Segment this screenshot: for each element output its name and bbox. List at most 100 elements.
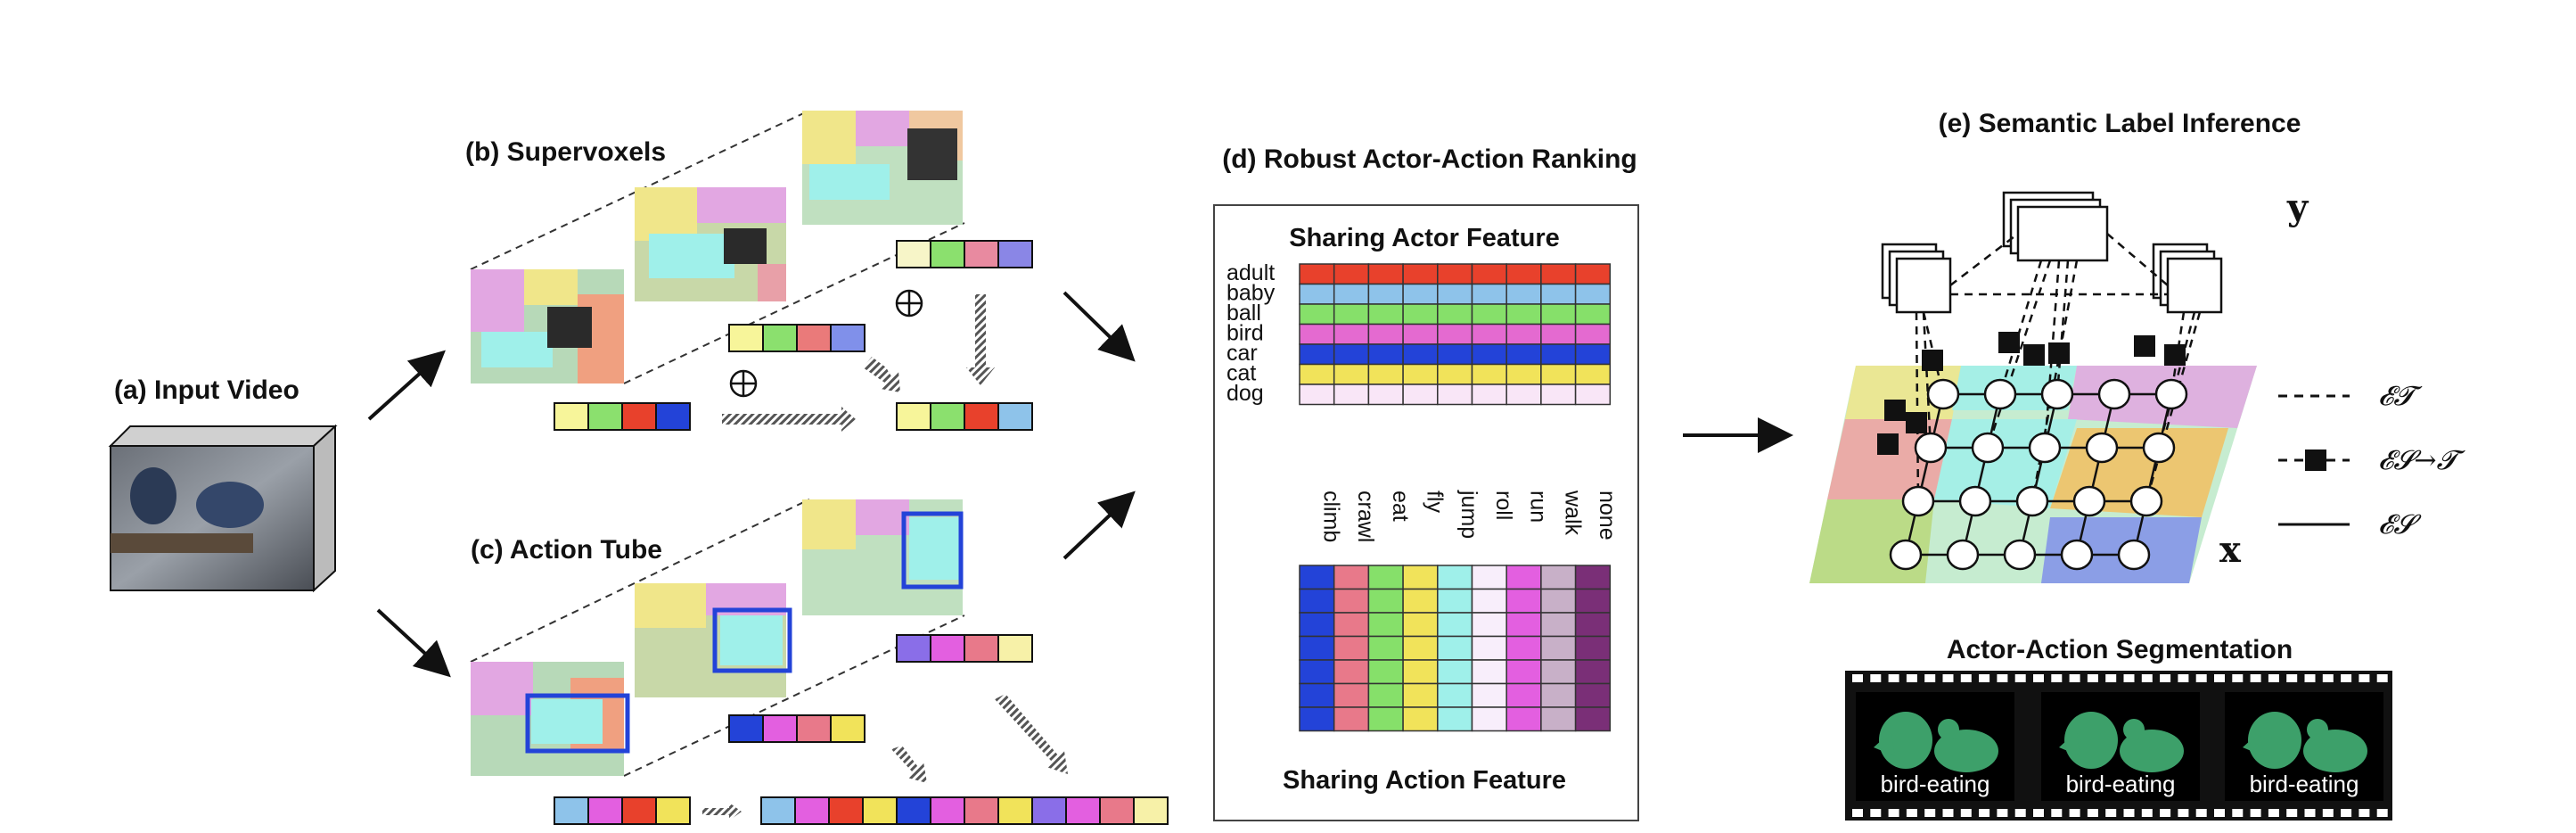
bird-mask-icon [2303,730,2367,772]
pixel-node [2142,432,2176,464]
bird-mask-icon [2307,719,2328,740]
actor-cell [1437,323,1473,345]
action-tube-frame-2 [635,583,792,697]
ranking-panel: (d) Robust Actor-Action Ranking Sharing … [1213,144,1793,821]
action-cell [1505,612,1542,638]
film-perforation [2195,809,2207,817]
film-perforation [2069,809,2080,817]
pixel-node [2028,432,2062,464]
arrow-to-action-tube [376,608,451,678]
feature-cell [728,324,764,352]
actor-feature-title: Sharing Actor Feature [1289,224,1559,252]
actor-cell [1299,343,1335,366]
action-cell [1505,635,1542,661]
film-perforation [2232,674,2244,682]
action-cell [1299,706,1335,732]
feature-cell [587,796,623,825]
feature-cell [830,714,866,743]
factor-square [2134,335,2155,357]
pixel-node [1971,432,2005,464]
actor-cell [1540,343,1577,366]
action-cell [1471,588,1507,614]
hatched-arrow-icon [702,803,742,821]
action-cell [1505,682,1542,708]
film-perforation [2304,809,2316,817]
y-variable-label: y [2286,186,2309,228]
action-label: walk [1560,490,1585,536]
feature-cell [997,402,1033,431]
inference-panel: (e) Semantic Label Inference y x 𝓔𝓣 𝓔𝓢→𝓣… [1809,109,2466,821]
action-cell [1437,635,1473,661]
action-cell [1333,706,1370,732]
action-label: none [1595,491,1620,540]
bird-mask-icon [2120,730,2184,772]
action-cell [1574,612,1612,638]
x-variable-label: x [2219,529,2242,571]
feature-cell [1031,796,1067,825]
actor-cell [1505,263,1542,285]
label-node [2016,205,2109,262]
pixel-node [1983,378,2017,410]
action-cell [1574,588,1612,614]
action-cell [1574,706,1612,732]
actor-cell [1540,303,1577,326]
film-perforation [2341,809,2352,817]
film-perforation [2160,674,2171,682]
bird-mask-icon [1934,730,1998,772]
film-perforation [2087,674,2098,682]
factor-square [1998,332,2020,353]
actor-cell [1540,283,1577,305]
video-cube-side [313,424,336,593]
feature-cell [997,796,1033,825]
actor-cell [1437,363,1473,385]
bird-silhouette [196,482,264,528]
action-tube-title: (c) Action Tube [471,535,662,565]
film-perforation [2268,674,2279,682]
action-feature-title: Sharing Action Feature [1283,766,1566,795]
video-feeder [111,533,253,553]
pixel-node [2085,432,2119,464]
feature-cell [896,634,931,663]
film-perforation [1852,809,1863,817]
film-perforation [1852,674,1863,682]
film-perforation [2322,809,2334,817]
arrow-to-supervoxels [367,350,446,421]
action-cell [1367,706,1404,732]
temporal-edge [2145,311,2202,502]
actor-cell [1333,363,1370,385]
action-cell [1437,588,1473,614]
bird-silhouette [130,467,176,524]
film-perforation [1960,674,1972,682]
actor-cell [1437,283,1473,305]
action-cell [1540,682,1577,708]
action-label: climb [1318,491,1343,542]
film-perforation [2359,809,2370,817]
action-cell [1574,635,1612,661]
bird-mask-icon [2243,731,2264,756]
action-cell [1402,635,1439,661]
oplus-icon [895,289,923,318]
actor-cell [1471,263,1507,285]
film-perforation [1888,674,1899,682]
film-perforation [2123,809,2135,817]
arrow-to-ranking [1062,291,1136,362]
actor-cell [1402,303,1439,326]
action-label: fly [1422,491,1447,514]
bird-mask-icon [1874,731,1895,756]
supervoxel-feature-bar-3 [896,240,1033,268]
legend-label: 𝓔𝓢 [2378,509,2422,540]
actor-label: car [1226,341,1258,366]
action-cell [1471,565,1507,590]
hatched-arrow-icon [863,357,900,392]
actor-label: cat [1226,361,1256,386]
feature-cell [554,796,589,825]
action-cell [1299,565,1335,590]
action-cell [1333,565,1370,590]
action-cell [1299,659,1335,685]
actor-cell [1299,303,1335,326]
actor-cell [1333,384,1370,406]
film-perforation [1888,809,1899,817]
action-cell [1540,588,1577,614]
